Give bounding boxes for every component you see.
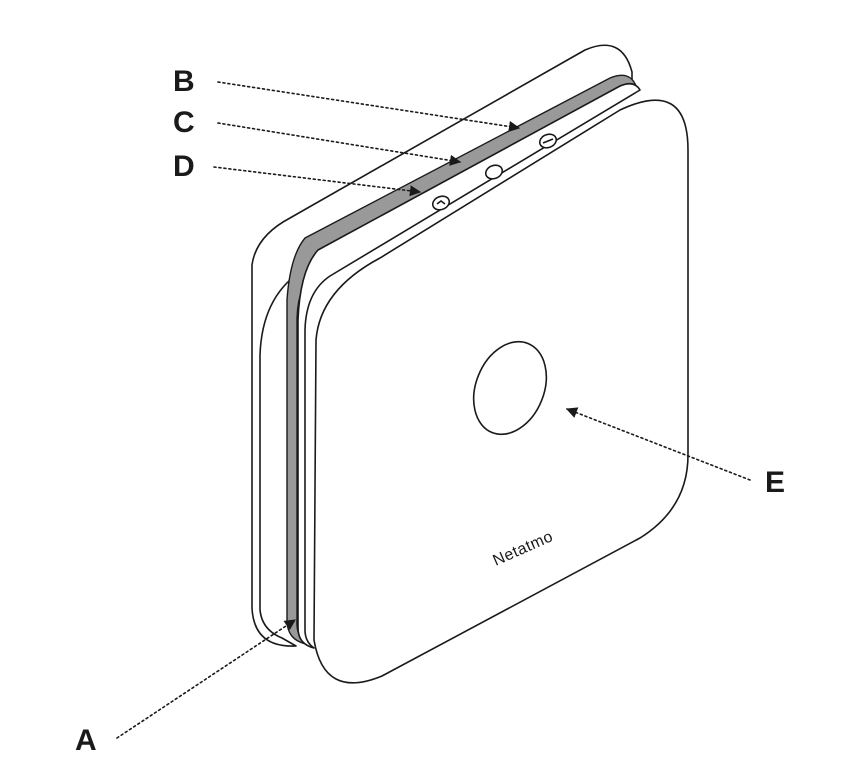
center-button — [472, 340, 548, 436]
indicator-mark-left — [436, 200, 446, 205]
leader-line-e — [565, 407, 751, 481]
device-ridge — [297, 82, 641, 649]
callout-label-a: A — [75, 724, 97, 757]
leader-line-c — [217, 122, 462, 166]
indicator-led-middle — [484, 164, 504, 180]
leader-line-b — [217, 81, 521, 133]
leader-line-a — [116, 619, 296, 739]
indicator-mark-right — [542, 138, 554, 144]
device-back-housing — [251, 44, 633, 647]
callout-label-d: D — [173, 150, 195, 183]
indicator-icon-left — [431, 195, 451, 211]
callout-label-c: C — [173, 106, 195, 139]
callout-label-b: B — [173, 65, 195, 98]
leader-line-d — [213, 166, 422, 197]
callout-label-e: E — [765, 466, 785, 499]
